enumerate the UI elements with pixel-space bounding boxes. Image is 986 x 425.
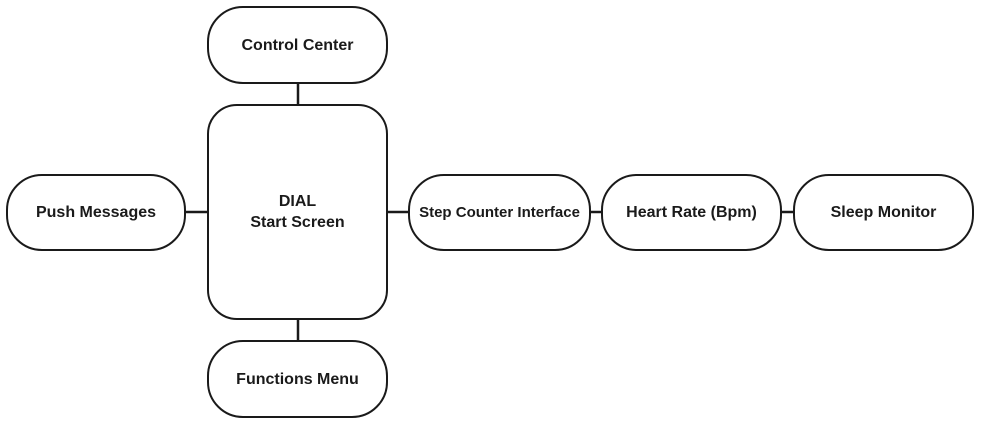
node-push-messages: Push Messages [6,174,186,251]
node-step-counter-interface: Step Counter Interface [408,174,591,251]
node-sleep-monitor: Sleep Monitor [793,174,974,251]
node-control-center: Control Center [207,6,388,84]
node-functions-menu-label: Functions Menu [236,370,359,388]
node-control-center-label: Control Center [241,36,354,54]
node-step-counter-interface-label: Step Counter Interface [419,204,580,221]
node-push-messages-label: Push Messages [35,204,157,221]
node-heart-rate-label: Heart Rate (Bpm) [626,204,757,221]
node-dial-start-screen: DIAL Start Screen [207,104,388,320]
node-dial-start-screen-label: DIAL Start Screen [250,193,345,231]
node-functions-menu: Functions Menu [207,340,388,418]
node-heart-rate: Heart Rate (Bpm) [601,174,782,251]
node-sleep-monitor-label: Sleep Monitor [830,204,937,221]
